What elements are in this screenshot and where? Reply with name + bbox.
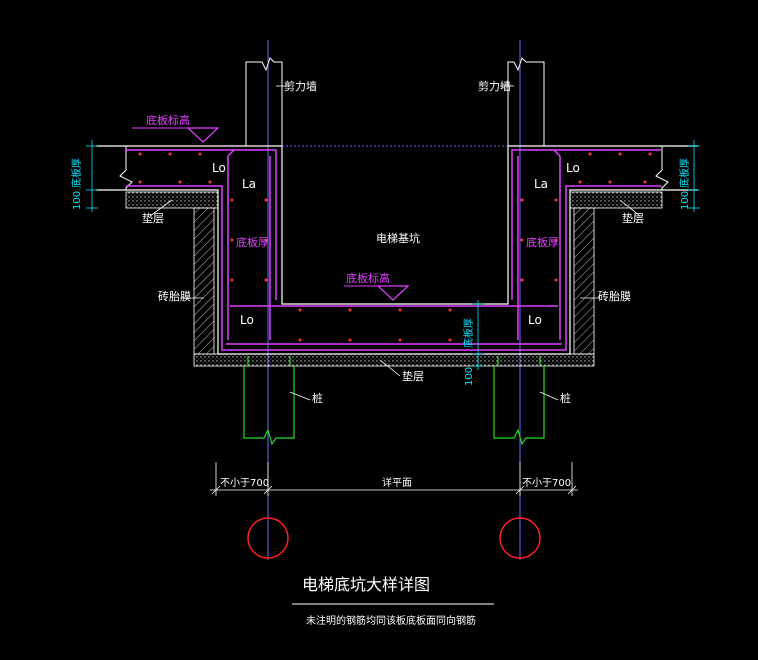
dim-100-bottom: 100: [464, 367, 475, 386]
leader-lines: [149, 85, 641, 401]
dimension-lines: [86, 140, 700, 370]
pile-right: [493, 356, 545, 446]
brick-formwork-right: [573, 207, 595, 355]
label-shear-wall-right: 剪力墙: [478, 79, 511, 93]
label-brick-formwork-right: 砖胎膜: [598, 289, 631, 303]
cushion-layer-right: [569, 191, 663, 209]
dim-thickness-left: 底板厚: [70, 158, 83, 188]
label-cushion-left: 垫层: [142, 211, 164, 225]
drawing-title: 电梯底坑大样详图: [302, 575, 430, 594]
axis-circle-left: [247, 517, 289, 559]
dim-100-right: 100: [680, 191, 691, 210]
label-shear-wall-left: 剪力墙: [284, 79, 317, 93]
break-mark-right: [655, 146, 669, 190]
label-cushion-bottom: 垫层: [402, 369, 424, 383]
label-slab-elevation-top: 底板标高: [146, 113, 190, 127]
label-pile-right: 桩: [560, 391, 571, 405]
label-cushion-right: 垫层: [622, 211, 644, 225]
brick-formwork-left: [193, 207, 215, 355]
dim-span-label: 详平面: [382, 476, 412, 489]
label-pit-name: 电梯基坑: [376, 231, 420, 245]
cushion-layer-bottom: [193, 353, 595, 367]
label-lo-4: Lo: [528, 313, 542, 327]
dim-thickness-pit: 底板厚: [462, 318, 475, 348]
rebar-cage: [126, 149, 662, 351]
label-la-left: La: [242, 177, 256, 191]
elevation-marker-pit: [376, 285, 410, 301]
shear-wall-left: [245, 57, 283, 146]
label-lo-3: Lo: [240, 313, 254, 327]
dim-min-700-left: 不小于700: [220, 477, 269, 489]
label-slab-thickness-right: 底板厚: [526, 235, 559, 249]
label-brick-formwork-left: 砖胎膜: [158, 289, 191, 303]
label-slab-thickness-left: 底板厚: [236, 235, 269, 249]
dim-thickness-right: 底板厚: [678, 158, 691, 188]
shear-wall-right: [507, 57, 545, 146]
dim-min-700-right: 不小于700: [522, 477, 571, 489]
pit-concrete-outline: [96, 145, 698, 355]
break-mark-left: [119, 146, 133, 190]
label-slab-elevation-pit: 底板标高: [346, 271, 390, 285]
axis-circle-right: [499, 517, 541, 559]
label-la-right: La: [534, 177, 548, 191]
label-pile-left: 桩: [312, 391, 323, 405]
rebar-dots: [138, 152, 652, 342]
drawing-note: 未注明的钢筋均同该板底板面同向钢筋: [306, 614, 476, 627]
pile-left: [243, 356, 295, 446]
elevation-marker-top: [186, 127, 220, 143]
dimension-ticks: [210, 462, 578, 496]
dim-100-left: 100: [72, 191, 83, 210]
label-lo-1: Lo: [212, 161, 226, 175]
label-lo-2: Lo: [566, 161, 580, 175]
